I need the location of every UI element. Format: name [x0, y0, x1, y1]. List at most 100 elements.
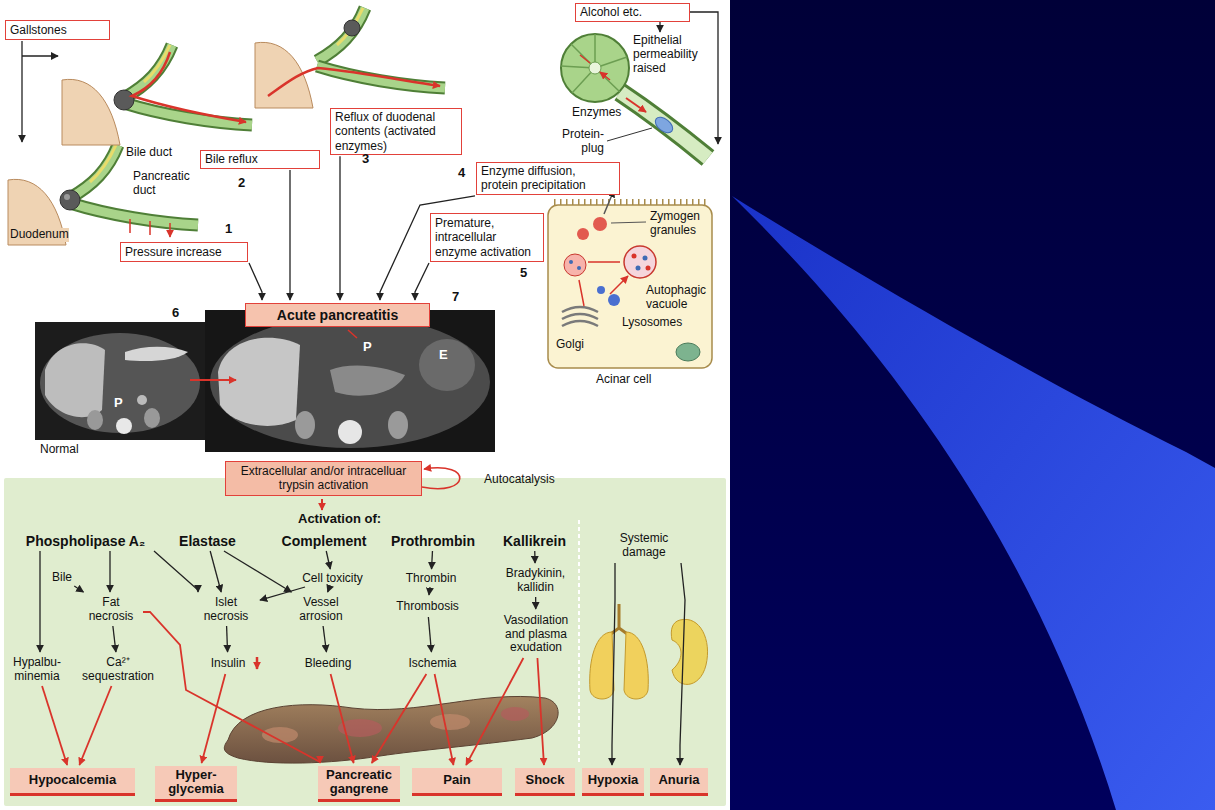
annotation-label: Autocatalysis — [484, 473, 555, 487]
flow-arrow — [39, 551, 40, 652]
leader-line — [607, 128, 652, 141]
decrease-arrow — [256, 657, 259, 669]
callout-number: 1 — [225, 222, 232, 237]
flow-arrow — [535, 597, 536, 609]
slide-ground — [730, 0, 1215, 810]
acinus — [561, 34, 629, 102]
annotation-label: Protein- plug — [552, 128, 604, 156]
process-step: Islet necrosis — [195, 595, 257, 625]
node-text: Pressure increase — [125, 245, 222, 259]
outcome-box: Pain — [412, 768, 502, 796]
ct-normal — [35, 322, 205, 440]
flow-arrow — [249, 263, 262, 300]
ct-kidney — [144, 408, 160, 428]
annotation-label: Enzymes — [572, 106, 621, 120]
node-text: Pancreatic gangrene — [320, 768, 398, 797]
duct-scene — [8, 145, 198, 245]
enzyme-label: Kallikrein — [497, 532, 572, 550]
cause-box: Enzyme diffusion, protein precipitation — [476, 162, 620, 195]
node-text: Complement — [282, 533, 367, 550]
node-text: Ca²⁺ sequestration — [72, 656, 164, 684]
enzyme-arrow — [626, 98, 646, 112]
callout-number: 2 — [238, 176, 245, 191]
callout-number: 5 — [520, 266, 527, 281]
node-text: Thrombosis — [396, 600, 459, 614]
process-step: Bleeding — [298, 655, 358, 673]
annotation-label: P — [113, 396, 124, 411]
duct-lumen — [620, 92, 708, 158]
flow-arrow — [612, 563, 615, 765]
flow-arrow — [328, 587, 330, 592]
process-step: Hypalbu- minemia — [5, 655, 69, 685]
flow-arrow — [429, 587, 430, 595]
enzyme-label: Prothrombin — [385, 532, 481, 550]
leader-line — [611, 222, 646, 223]
enzyme-label: Complement — [272, 532, 376, 550]
annotation-label: Epithelial permeability raised — [633, 34, 713, 75]
cause-box: Gallstones — [5, 20, 110, 40]
node-text: Pain — [443, 773, 470, 787]
flow-arrow — [74, 586, 83, 592]
gallstone — [344, 20, 360, 36]
consequence-panel — [4, 478, 726, 806]
gallstone-arrows — [22, 41, 58, 142]
autocatalysis-loop — [422, 468, 460, 489]
annotation-label: E — [438, 348, 449, 363]
node-text: Islet necrosis — [195, 596, 257, 624]
outcome-box: Hyper- glycemia — [155, 766, 237, 802]
annotation-label: Zymogen granules — [650, 210, 708, 238]
lobule-lines — [561, 34, 627, 93]
node-text: Gallstones — [10, 23, 67, 37]
node-text: Anuria — [658, 773, 699, 787]
flow-arrow — [331, 674, 354, 763]
lungs-illustration — [590, 604, 649, 699]
flow-arrow — [466, 658, 523, 765]
annotation-label: Golgi — [556, 338, 584, 352]
lung — [590, 632, 614, 699]
duodenal-reflux-arrow — [268, 68, 440, 96]
flow-arrow — [143, 612, 320, 763]
flow-arrow — [680, 563, 685, 765]
ct-bowel — [419, 339, 475, 391]
comparison-arrow — [190, 379, 236, 381]
node-text: Bile — [52, 571, 72, 585]
outcome-box: Shock — [515, 768, 575, 796]
trachea — [608, 604, 630, 636]
node-text: Shock — [525, 773, 564, 787]
ct-kidney — [295, 411, 315, 439]
arrow — [690, 12, 718, 144]
flow-arrow — [154, 551, 198, 592]
lumen — [589, 62, 601, 74]
node-text: Alcohol etc. — [580, 5, 642, 19]
duct-scene — [255, 8, 445, 108]
annotation-label: Duodenum — [10, 228, 69, 242]
dot — [643, 256, 648, 261]
flow-arrow — [109, 551, 110, 592]
node-text: Vessel arrosion — [290, 596, 352, 624]
annotation-label: P — [362, 340, 373, 355]
node-text: Elastase — [179, 533, 236, 550]
gallstone — [114, 90, 134, 110]
golgi — [562, 307, 598, 326]
node-text: Systemic damage — [608, 532, 680, 560]
flow-arrow — [260, 587, 305, 600]
outcome-box: Anuria — [650, 768, 708, 796]
arrow — [22, 55, 58, 56]
annotation-label: Acinar cell — [596, 373, 651, 387]
ct-pancreas — [125, 347, 188, 361]
node-text: Hypoxia — [588, 773, 639, 787]
dot — [569, 260, 573, 264]
ct-spine — [338, 420, 362, 444]
process-step: Vasodilation and plasma exudation — [495, 612, 577, 657]
activation-arrow — [321, 499, 323, 510]
cause-box: Pressure increase — [120, 242, 248, 262]
annotation-label: Bile duct — [126, 146, 172, 160]
flow-arrow — [415, 263, 429, 300]
necrosis-patch — [430, 714, 470, 730]
callout-number: 3 — [362, 152, 369, 167]
ct-kidney — [87, 410, 103, 430]
process-step: Ischemia — [400, 655, 465, 673]
node-text: Enzyme diffusion, protein precipitation — [481, 164, 615, 193]
activated-granule — [564, 254, 586, 276]
